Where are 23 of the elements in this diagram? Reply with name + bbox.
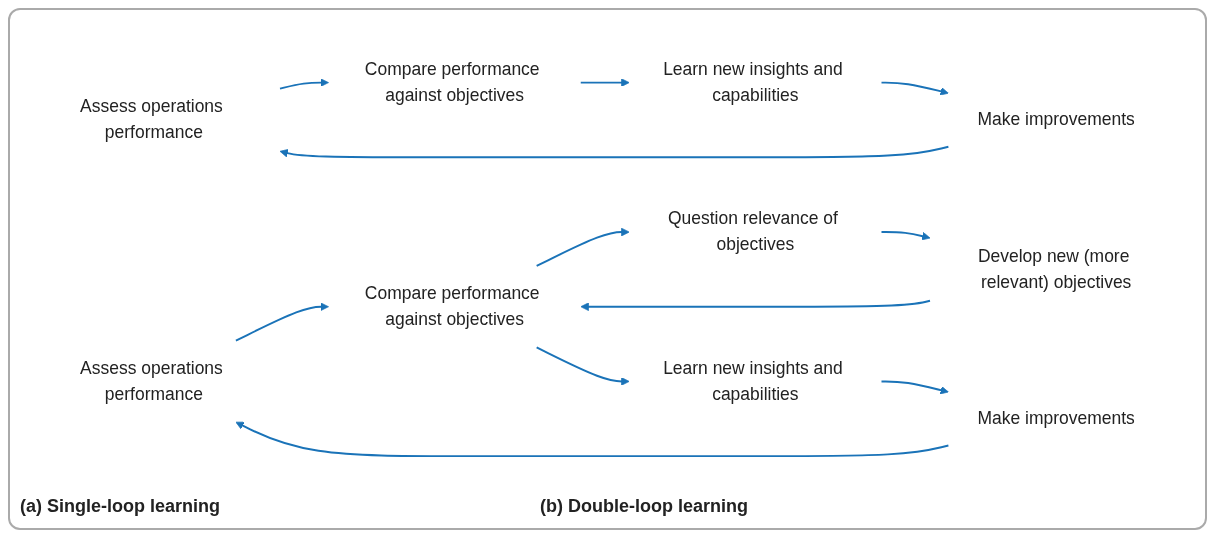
node-text: Learn new insights and capabilities <box>663 59 843 105</box>
arrow <box>279 78 329 90</box>
arrow <box>880 81 949 96</box>
arrow <box>580 299 931 311</box>
arrow <box>880 380 949 395</box>
arrow <box>234 302 329 342</box>
arrow <box>579 78 630 87</box>
arrow <box>880 231 931 241</box>
node-text: Assess operations performance <box>80 358 223 404</box>
node-text: Learn new insights and capabilities <box>663 358 843 404</box>
node-text: Compare performance against objectives <box>364 283 540 330</box>
arrow <box>535 227 630 267</box>
panel-caption: (a) Single-loop learning <box>20 496 221 517</box>
node-text: Develop new (more relevant) objectives <box>977 246 1132 292</box>
node-text: Question relevance of objectives <box>668 208 838 255</box>
node-text: Assess operations performance <box>80 96 223 143</box>
panel-caption: (b) Double-loop learning <box>540 496 749 517</box>
node-text: Make improvements <box>977 408 1135 428</box>
arrow <box>535 346 630 386</box>
arrow <box>235 421 950 458</box>
node-text: Compare performance against objectives <box>364 59 540 105</box>
node-text: Make improvements <box>977 109 1135 130</box>
arrow <box>279 145 950 159</box>
